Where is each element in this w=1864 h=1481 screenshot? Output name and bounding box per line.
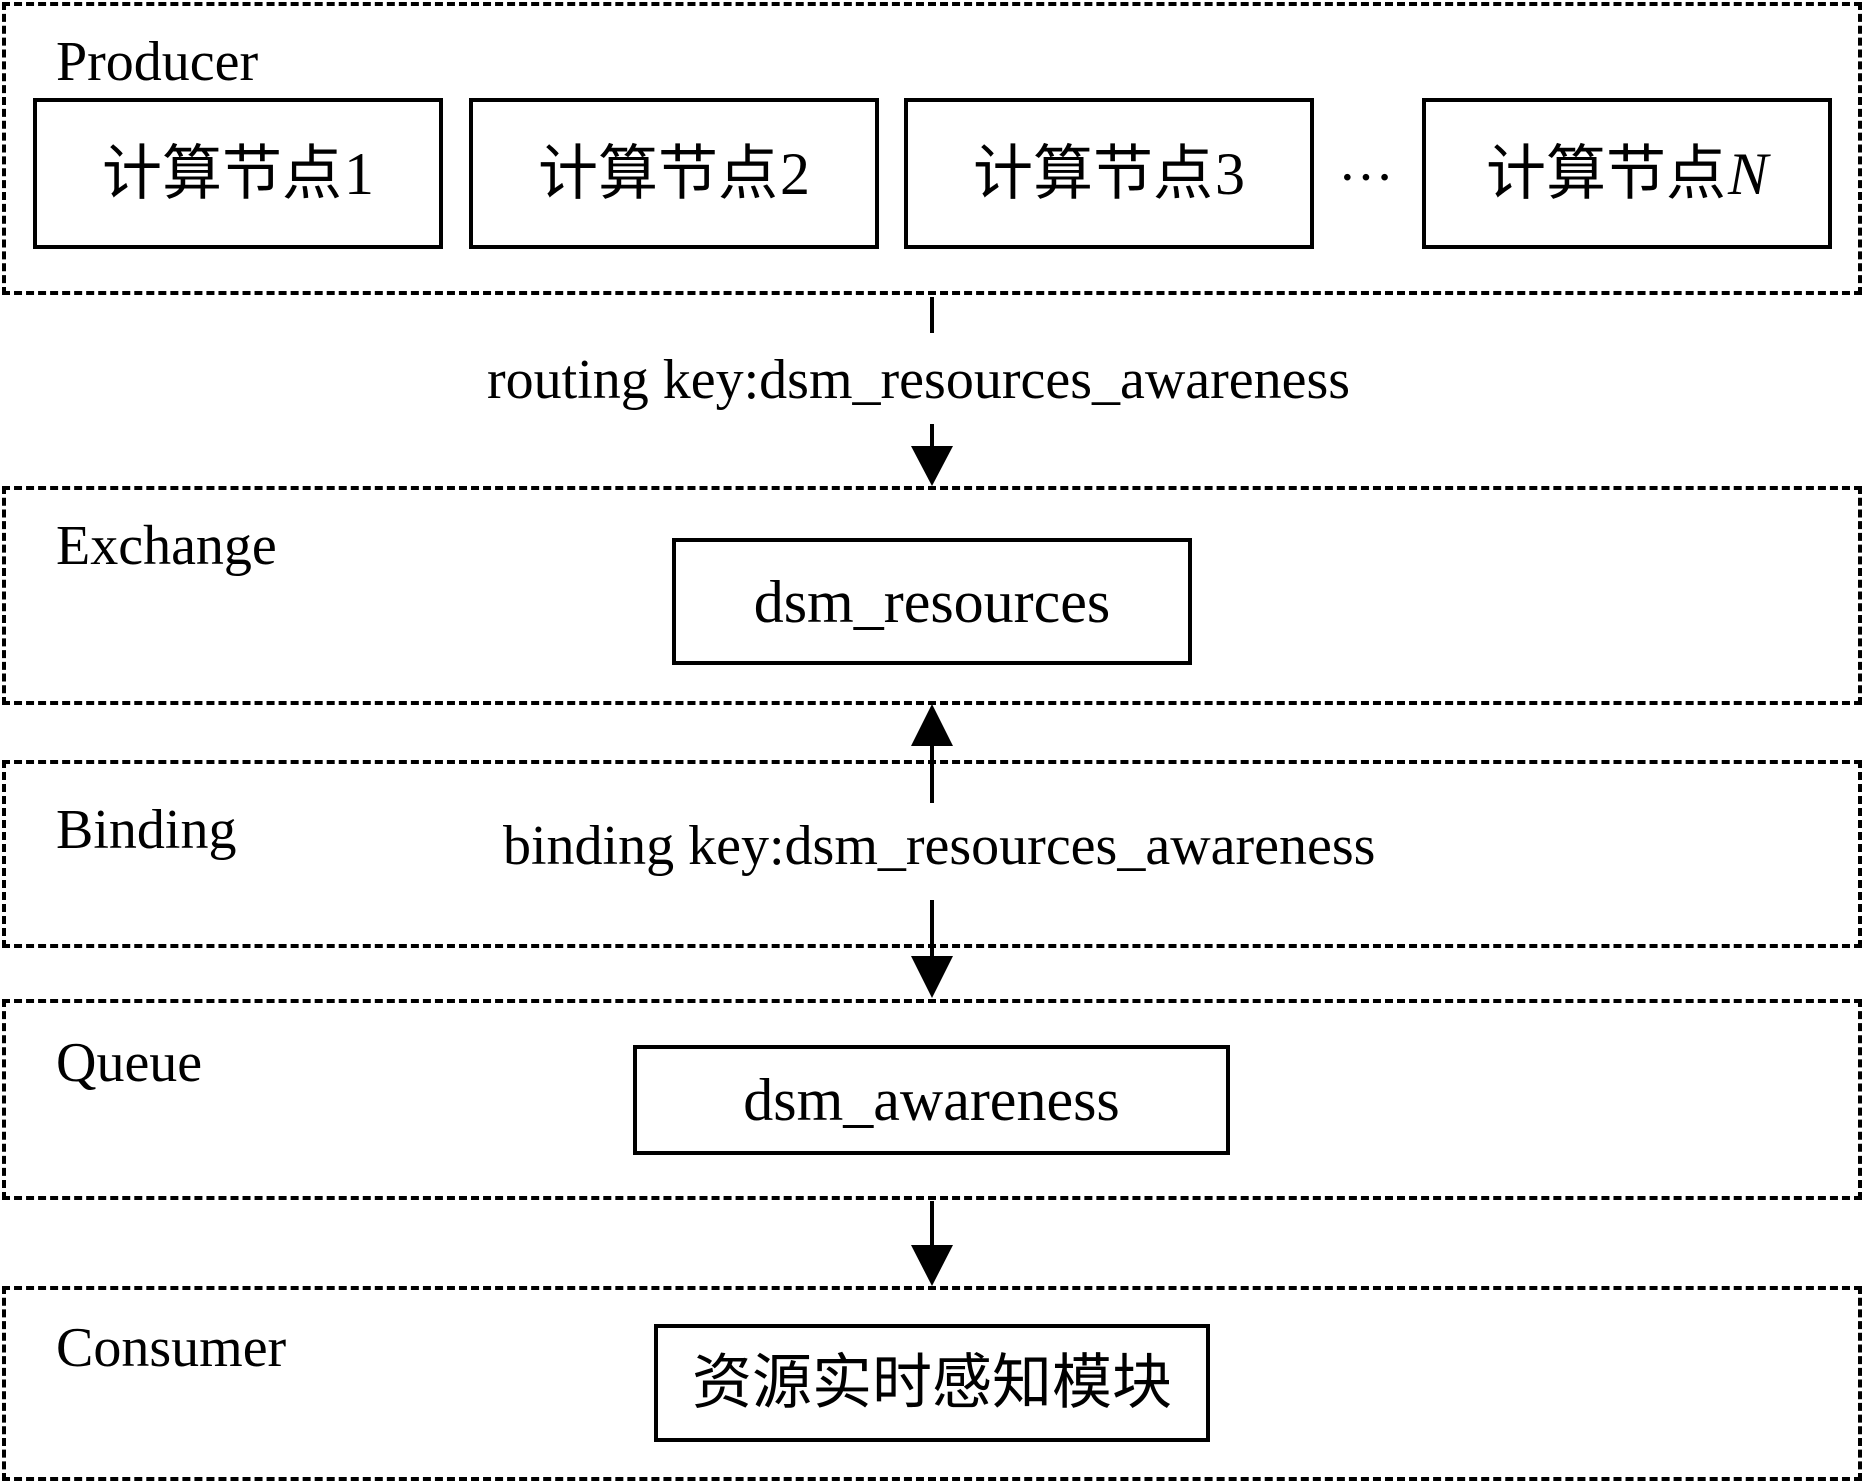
- routing-arrow-head: [911, 446, 953, 486]
- exchange-box-label: dsm_resources: [753, 568, 1111, 635]
- compute-node-3-suffix: 3: [1215, 140, 1245, 207]
- compute-node-1-prefix: 计算节点: [102, 140, 342, 207]
- queue-box-label: dsm_awareness: [743, 1067, 1120, 1133]
- compute-node-n-suffix: N: [1727, 140, 1769, 207]
- compute-node-2-prefix: 计算节点: [538, 140, 778, 207]
- routing-key-label: routing key:dsm_resources_awareness: [487, 349, 1351, 411]
- queue-consumer-arrow-head: [911, 1245, 953, 1286]
- compute-node-3-prefix: 计算节点: [973, 140, 1213, 207]
- binding-key-label: binding key:dsm_resources_awareness: [503, 815, 1376, 877]
- consumer-box-label: 资源实时感知模块: [692, 1350, 1172, 1416]
- binding-title: Binding: [56, 799, 237, 861]
- consumer-group: Consumer: [2, 1286, 1862, 1481]
- producer-group: Producer: [2, 2, 1862, 295]
- exchange-box: dsm_resources: [672, 538, 1192, 665]
- exchange-title: Exchange: [56, 515, 277, 577]
- binding-down-arrow-head: [911, 956, 953, 998]
- compute-node-2-suffix: 2: [780, 140, 810, 207]
- compute-node-1-suffix: 1: [344, 140, 374, 207]
- binding-up-arrow-head: [911, 704, 953, 746]
- consumer-box: 资源实时感知模块: [654, 1324, 1210, 1442]
- producer-title: Producer: [56, 31, 259, 93]
- queue-title: Queue: [56, 1032, 203, 1094]
- consumer-title: Consumer: [56, 1317, 287, 1379]
- exchange-group: Exchange: [2, 486, 1862, 705]
- queue-group: Queue: [2, 999, 1862, 1200]
- nodes-ellipsis: ···: [1338, 147, 1394, 209]
- queue-box: dsm_awareness: [633, 1045, 1230, 1155]
- compute-node-n-prefix: 计算节点: [1485, 140, 1726, 207]
